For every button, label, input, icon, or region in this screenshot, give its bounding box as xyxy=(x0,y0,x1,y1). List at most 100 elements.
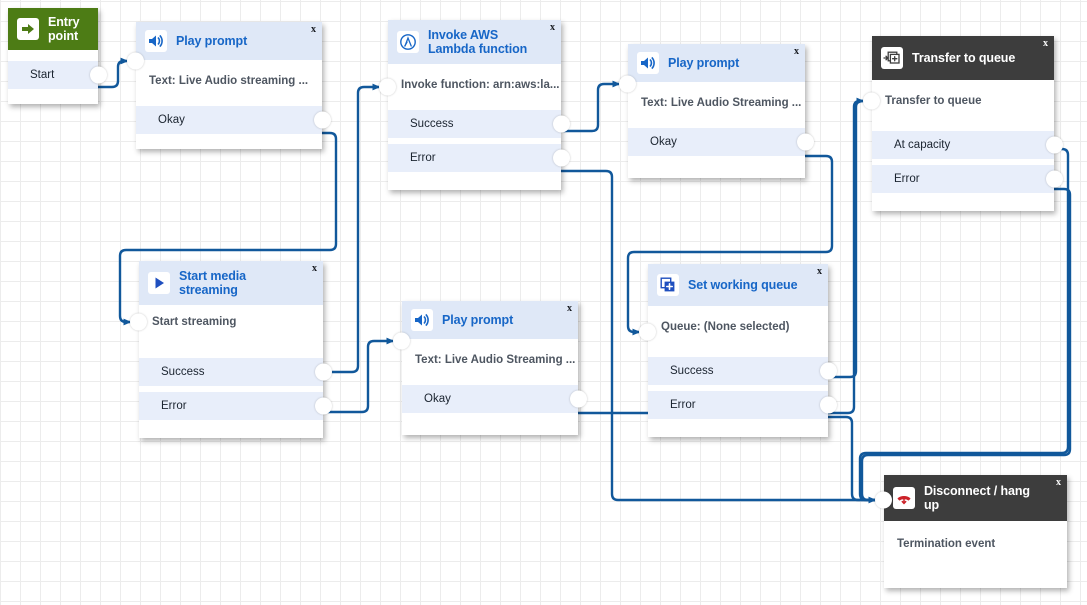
node-foot xyxy=(139,420,323,438)
close-icon[interactable]: x xyxy=(1056,477,1061,488)
node-header: Entry point xyxy=(8,8,98,50)
port-connector-dot[interactable] xyxy=(90,66,107,84)
port-connector-dot[interactable] xyxy=(820,396,837,414)
port-connector-dot[interactable] xyxy=(820,362,837,380)
port-label: Start xyxy=(30,69,55,81)
port-connector-dot[interactable] xyxy=(570,390,587,408)
edge-transfer-atcapacity-to-disconnect xyxy=(858,147,1070,502)
node-title: Play prompt xyxy=(442,313,514,327)
node-header: Set working queue x xyxy=(648,264,828,306)
port-success[interactable]: Success xyxy=(139,358,332,386)
node-header: Disconnect / hang up x xyxy=(884,475,1067,521)
node-start-media-streaming[interactable]: Start media streaming x Start streaming … xyxy=(130,261,332,438)
port-label: Success xyxy=(161,366,205,378)
port-okay[interactable]: Okay xyxy=(402,385,587,413)
port-okay[interactable]: Okay xyxy=(136,106,331,134)
close-icon[interactable]: x xyxy=(1043,38,1048,49)
node-title: Play prompt xyxy=(668,56,740,70)
node-set-working-queue[interactable]: Set working queue x Queue: (None selecte… xyxy=(639,264,837,437)
port-connector-dot[interactable] xyxy=(1046,170,1063,188)
port-label: Error xyxy=(670,399,696,411)
close-icon[interactable]: x xyxy=(311,24,316,35)
edge-transfer-error-to-disconnect xyxy=(860,187,1072,502)
input-connector-dot[interactable] xyxy=(127,52,144,70)
port-label: Okay xyxy=(424,393,451,405)
close-icon[interactable]: x xyxy=(567,303,572,314)
port-connector-dot[interactable] xyxy=(553,115,570,133)
edge-setqueue-error-to-disconnect xyxy=(826,415,878,502)
close-icon[interactable]: x xyxy=(817,266,822,277)
node-foot xyxy=(884,558,1067,588)
node-body: Termination event xyxy=(884,521,1067,558)
input-connector-dot[interactable] xyxy=(130,313,147,331)
port-connector-dot[interactable] xyxy=(315,363,332,381)
node-body-text: Start streaming xyxy=(152,316,237,328)
port-error[interactable]: Error xyxy=(139,392,332,420)
edge-play1-okay-to-startmedia xyxy=(118,131,338,326)
input-connector-dot[interactable] xyxy=(393,332,410,350)
port-error[interactable]: Error xyxy=(388,144,570,172)
close-icon[interactable]: x xyxy=(550,22,555,33)
node-play-prompt-3[interactable]: Play prompt x Text: Live Audio Streaming… xyxy=(393,301,587,435)
node-body-text: Queue: (None selected) xyxy=(661,321,790,333)
node-body: Invoke function: arn:aws:la... xyxy=(388,64,561,99)
edge-lambda-success-to-play2 xyxy=(559,80,622,133)
port-connector-dot[interactable] xyxy=(314,111,331,129)
port-success[interactable]: Success xyxy=(388,110,570,138)
port-error[interactable]: Error xyxy=(648,391,837,419)
speaker-icon xyxy=(637,52,659,74)
input-connector-dot[interactable] xyxy=(875,491,892,509)
node-spacer xyxy=(402,374,578,385)
node-header: Play prompt x xyxy=(402,301,578,339)
port-connector-dot[interactable] xyxy=(315,397,332,415)
close-icon[interactable]: x xyxy=(794,46,799,57)
node-body: Start streaming xyxy=(139,305,323,336)
node-transfer-to-queue[interactable]: Transfer to queue x Transfer to queue At… xyxy=(863,36,1063,211)
node-spacer xyxy=(628,117,805,128)
port-label: Success xyxy=(410,118,454,130)
node-entry-point[interactable]: Entry point Start xyxy=(8,8,107,104)
edge-startmedia-success-to-lambda xyxy=(321,83,382,374)
lambda-icon xyxy=(397,31,419,53)
node-foot xyxy=(402,419,578,435)
node-foot xyxy=(388,172,561,190)
node-play-prompt-2[interactable]: Play prompt x Text: Live Audio Streaming… xyxy=(619,44,814,178)
input-connector-dot[interactable] xyxy=(639,323,656,341)
node-invoke-aws-lambda-function[interactable]: Invoke AWS Lambda function x Invoke func… xyxy=(379,20,570,190)
node-header: Transfer to queue x xyxy=(872,36,1054,80)
port-connector-dot[interactable] xyxy=(553,149,570,167)
close-icon[interactable]: x xyxy=(312,263,317,274)
node-header: Invoke AWS Lambda function x xyxy=(388,20,561,64)
port-error[interactable]: Error xyxy=(872,165,1063,193)
node-disconnect-hang-up[interactable]: Disconnect / hang up x Termination event xyxy=(875,475,1067,588)
node-body-text: Termination event xyxy=(897,538,996,550)
node-foot xyxy=(872,193,1054,211)
input-connector-dot[interactable] xyxy=(863,92,880,110)
play-icon xyxy=(148,272,170,294)
port-label: Okay xyxy=(158,114,185,126)
node-play-prompt-1[interactable]: Play prompt x Text: Live Audio streaming… xyxy=(127,22,331,149)
node-body: Text: Live Audio Streaming ... xyxy=(628,82,805,117)
port-connector-dot[interactable] xyxy=(1046,136,1063,154)
port-start[interactable]: Start xyxy=(8,61,107,89)
port-okay[interactable]: Okay xyxy=(628,128,814,156)
port-label: Error xyxy=(894,173,920,185)
node-title: Invoke AWS Lambda function xyxy=(428,28,528,56)
port-label: Error xyxy=(161,400,187,412)
input-connector-dot[interactable] xyxy=(619,75,636,93)
port-at-capacity[interactable]: At capacity xyxy=(872,131,1063,159)
node-title: Transfer to queue xyxy=(912,51,1016,65)
node-header: Play prompt x xyxy=(136,22,322,60)
port-success[interactable]: Success xyxy=(648,357,837,385)
node-body: Queue: (None selected) xyxy=(648,306,828,341)
node-body-text: Invoke function: arn:aws:la... xyxy=(401,79,560,91)
speaker-icon xyxy=(411,309,433,331)
node-body-text: Text: Live Audio Streaming ... xyxy=(641,97,802,109)
node-header: Play prompt x xyxy=(628,44,805,82)
node-spacer xyxy=(648,341,828,357)
port-connector-dot[interactable] xyxy=(797,133,814,151)
node-title: Play prompt xyxy=(176,34,248,48)
port-label: Error xyxy=(410,152,436,164)
input-connector-dot[interactable] xyxy=(379,78,396,96)
